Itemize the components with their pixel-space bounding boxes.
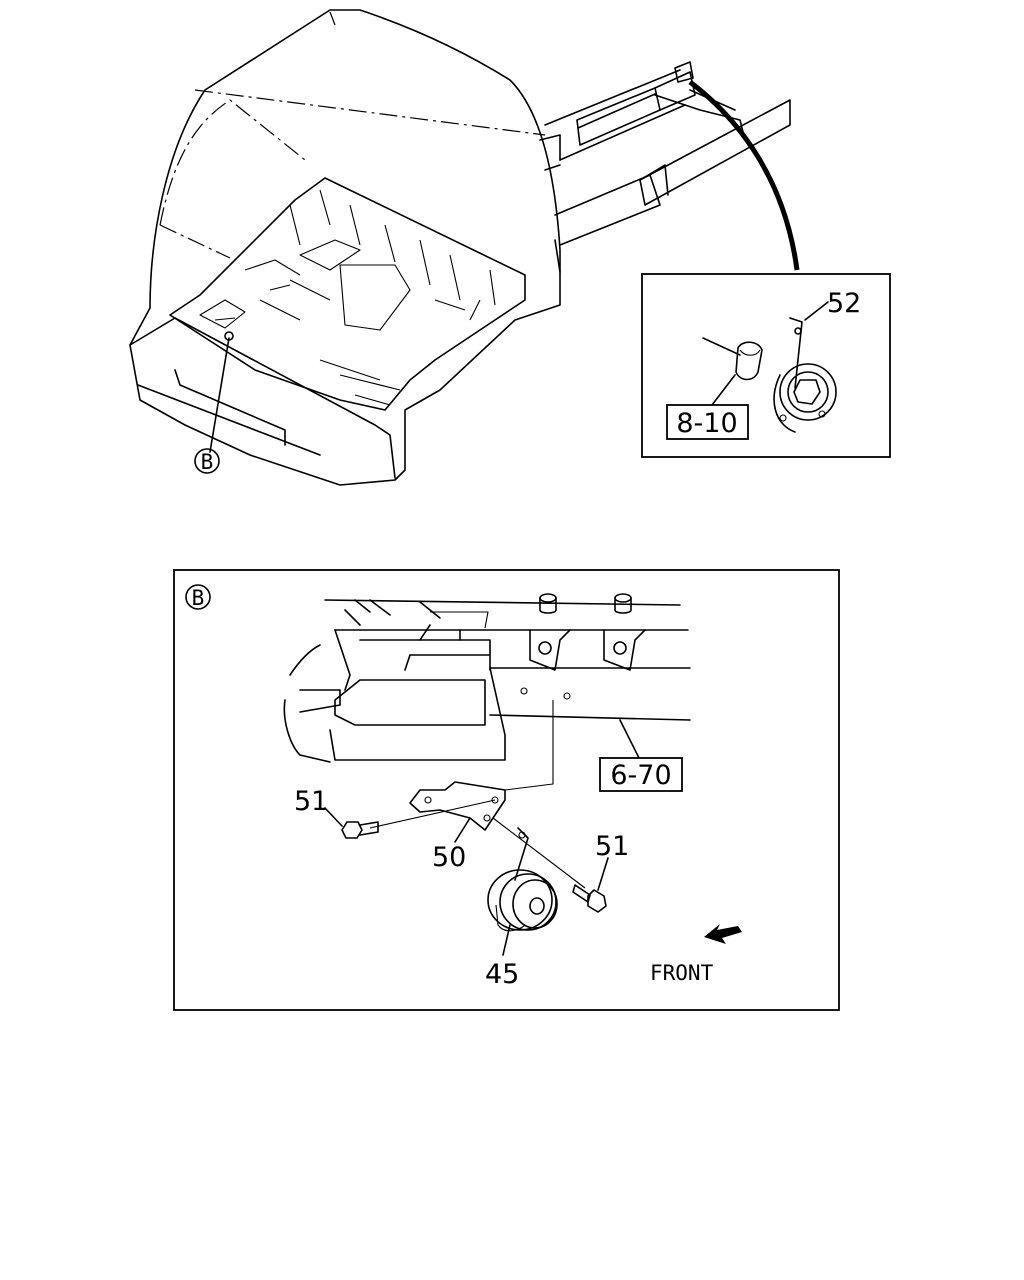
bolt-right <box>572 884 607 913</box>
cab-windshield <box>159 11 546 259</box>
leader-51-left <box>324 807 343 827</box>
connector-plug <box>702 337 763 381</box>
label-45: 45 <box>485 959 519 990</box>
front-arrow-icon <box>704 924 742 944</box>
label-50: 50 <box>432 842 466 873</box>
frame-hole-right <box>563 692 571 700</box>
leader-6-70 <box>619 719 641 761</box>
cab-outline <box>129 9 561 486</box>
b-leader-line <box>209 337 230 453</box>
ref-6-70-box <box>599 757 683 792</box>
detail-frame-structure <box>283 599 691 763</box>
label-51-left: 51 <box>294 786 328 817</box>
inset-frame <box>641 273 891 458</box>
leader-50 <box>454 817 471 843</box>
detail-b-view: B 6-70 <box>173 569 840 1011</box>
leader-51-right <box>597 857 609 891</box>
leader-45 <box>502 924 511 956</box>
detail-b-circle <box>185 584 211 610</box>
cab-overview: B <box>129 9 800 486</box>
b-leader-anchor <box>224 331 234 341</box>
ref-6-70-label: 6-70 <box>610 760 671 791</box>
chassis-frame <box>539 61 791 273</box>
label-51-right: 51 <box>595 831 629 862</box>
bolt-right-axis <box>492 817 586 889</box>
frame-mount-bushings <box>529 593 646 671</box>
bolt-left <box>341 821 379 839</box>
ref-8-10-box <box>666 404 749 440</box>
leader-52 <box>804 301 829 321</box>
callout-b-circle <box>194 448 220 474</box>
detail-b-label: B <box>192 586 205 610</box>
horn <box>487 827 558 932</box>
connector-socket <box>773 317 837 433</box>
cab-floor-panel <box>169 177 526 411</box>
label-52: 52 <box>827 288 861 319</box>
front-bumper <box>129 317 396 479</box>
frame-hole-left <box>520 687 528 695</box>
connector-inset: 52 8-10 <box>641 273 891 458</box>
ref-8-10-label: 8-10 <box>676 408 737 439</box>
bolt-left-axis <box>369 799 496 829</box>
callout-b-label: B <box>201 450 214 474</box>
leader-8-10 <box>711 374 736 406</box>
front-label: FRONT <box>650 961 714 985</box>
inset-leader-curve <box>688 80 800 271</box>
horn-bracket <box>409 700 554 831</box>
